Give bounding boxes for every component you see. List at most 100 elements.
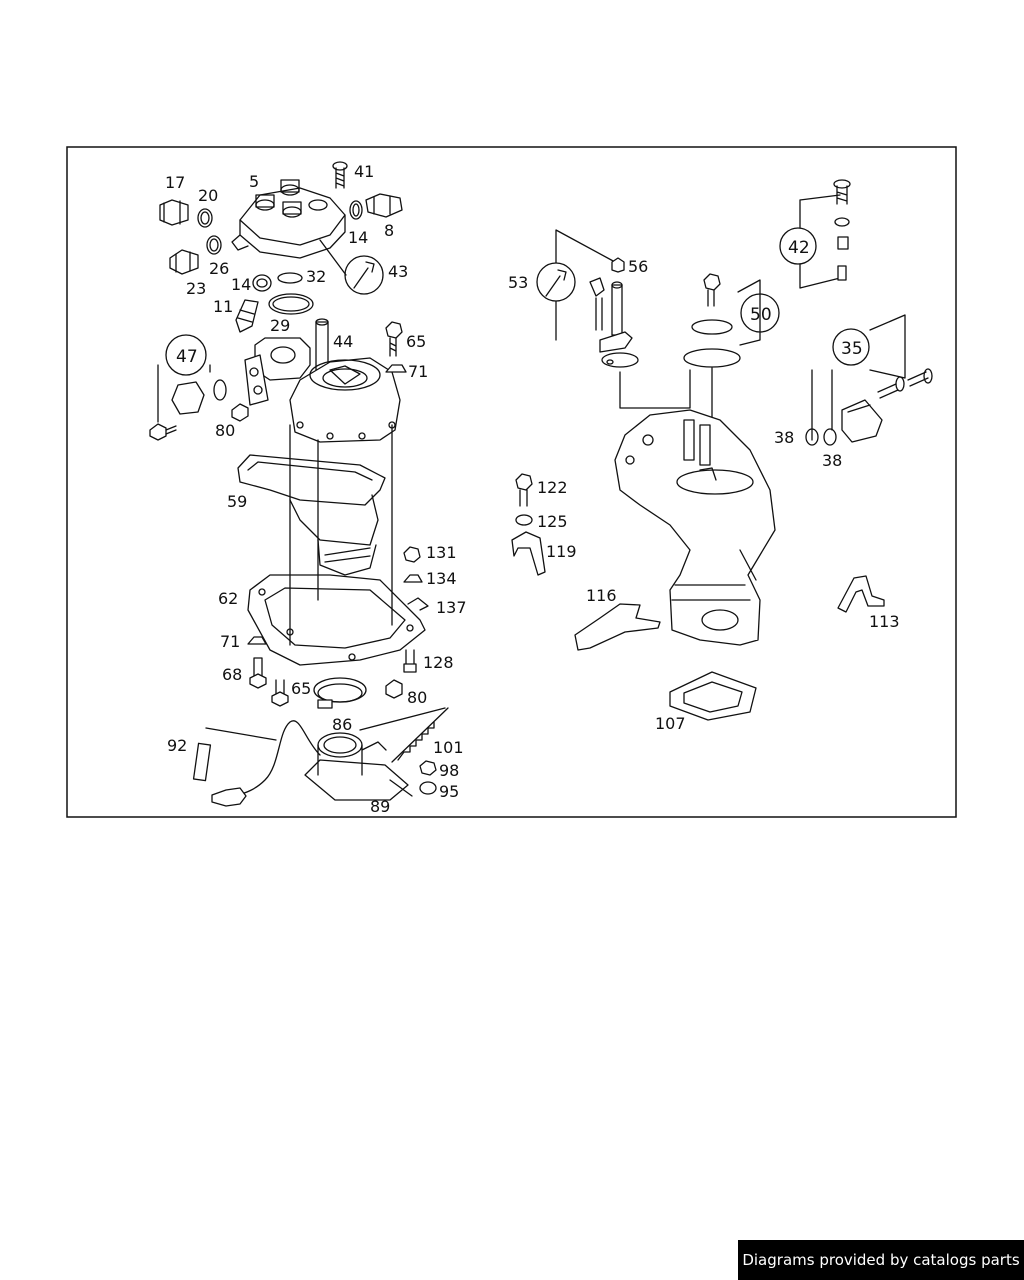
part-label: 119 xyxy=(546,542,577,561)
part-label: 137 xyxy=(436,598,467,617)
washer-part xyxy=(515,514,533,526)
screw-part xyxy=(833,179,851,205)
screw-part xyxy=(703,273,721,307)
part-label: 26 xyxy=(209,259,229,278)
housing-part xyxy=(244,318,401,443)
part-label: 8 xyxy=(384,221,394,240)
screw-part xyxy=(385,321,403,357)
screw-part xyxy=(877,368,933,399)
seal-ring-part xyxy=(252,274,272,292)
clip-part xyxy=(385,364,407,373)
fitting-part xyxy=(159,199,222,275)
part-label: 68 xyxy=(222,665,242,684)
part-label: 116 xyxy=(586,586,617,605)
part-label: 59 xyxy=(227,492,247,511)
throttle-body-part xyxy=(304,732,409,801)
wrench-icon xyxy=(536,262,576,302)
part-label: 86 xyxy=(332,715,352,734)
group-callout-circle xyxy=(149,334,227,441)
part-label: 95 xyxy=(439,782,459,801)
part-label: 11 xyxy=(213,297,233,316)
part-label: 65 xyxy=(406,332,426,351)
wrench-icon xyxy=(344,255,384,295)
part-label: 35 xyxy=(841,339,863,359)
part-label: 71 xyxy=(220,632,240,651)
part-label: 32 xyxy=(306,267,326,286)
diagram-frame xyxy=(66,146,957,818)
nut-part xyxy=(419,760,437,776)
clip-part xyxy=(403,574,423,583)
part-label: 101 xyxy=(433,738,464,757)
connector-plug-part xyxy=(211,787,247,807)
spring-clip-part xyxy=(407,597,429,611)
group-callout-circle xyxy=(832,328,870,366)
part-label: 20 xyxy=(198,186,218,205)
credit-banner: Diagrams provided by catalogs parts xyxy=(738,1240,1024,1280)
group-callout-circle xyxy=(737,279,780,346)
screw-part xyxy=(332,161,348,189)
part-label: 47 xyxy=(176,347,198,367)
part-label: 92 xyxy=(167,736,187,755)
part-label: 134 xyxy=(426,569,457,588)
switch-part xyxy=(841,399,883,443)
nut-part xyxy=(231,403,249,422)
group-callout-circle xyxy=(779,227,817,265)
seal-ring-part xyxy=(805,428,819,446)
part-label: 98 xyxy=(439,761,459,780)
diaphragm-part xyxy=(691,319,733,335)
seal-ring-part xyxy=(823,428,837,446)
part-label: 113 xyxy=(869,612,900,631)
nut-part xyxy=(385,679,403,699)
fitting-part xyxy=(235,299,259,333)
part-label: 38 xyxy=(822,451,842,470)
part-label: 23 xyxy=(186,279,206,298)
part-label: 14 xyxy=(231,275,251,294)
nut-part xyxy=(403,546,421,563)
part-label: 17 xyxy=(165,173,185,192)
part-label: 131 xyxy=(426,543,457,562)
screw-part xyxy=(271,679,289,707)
bracket-part xyxy=(837,575,885,613)
part-label: 14 xyxy=(348,228,368,247)
part-label: 38 xyxy=(774,428,794,447)
part-label: 71 xyxy=(408,362,428,381)
part-label: 80 xyxy=(215,421,235,440)
part-label: 43 xyxy=(388,262,408,281)
diaphragm-part xyxy=(683,348,741,368)
screw-part xyxy=(249,657,267,689)
part-label: 122 xyxy=(537,478,568,497)
washer-part xyxy=(834,217,850,227)
cap-part xyxy=(611,257,625,273)
gasket-part xyxy=(669,671,757,721)
intake-body-part xyxy=(237,454,386,576)
intake-manifold-part xyxy=(614,409,776,646)
sensor-wire-part xyxy=(237,720,321,796)
part-label: 53 xyxy=(508,273,528,292)
nut-part xyxy=(837,265,847,281)
bracket-part xyxy=(511,531,546,576)
part-label: 41 xyxy=(354,162,374,181)
part-label: 56 xyxy=(628,257,648,276)
washer-part xyxy=(419,781,437,795)
sensor-part xyxy=(589,277,639,368)
part-label: 107 xyxy=(655,714,686,733)
pipe-part xyxy=(192,742,212,782)
seal-ring-part xyxy=(277,272,303,284)
part-label: 89 xyxy=(370,797,390,816)
fitting-part xyxy=(349,193,403,220)
part-label: 42 xyxy=(788,238,810,258)
part-label: 44 xyxy=(333,332,353,351)
o-ring-part xyxy=(268,293,314,315)
part-label: 50 xyxy=(750,305,772,325)
part-label: 5 xyxy=(249,172,259,191)
screw-part xyxy=(515,473,533,507)
part-label: 128 xyxy=(423,653,454,672)
hose-clamp-part xyxy=(313,677,367,709)
bracket-part xyxy=(574,603,661,651)
part-label: 62 xyxy=(218,589,238,608)
distributor-head-part xyxy=(231,179,346,259)
part-label: 29 xyxy=(270,316,290,335)
spring-part xyxy=(359,707,449,763)
stud-part xyxy=(403,649,417,673)
